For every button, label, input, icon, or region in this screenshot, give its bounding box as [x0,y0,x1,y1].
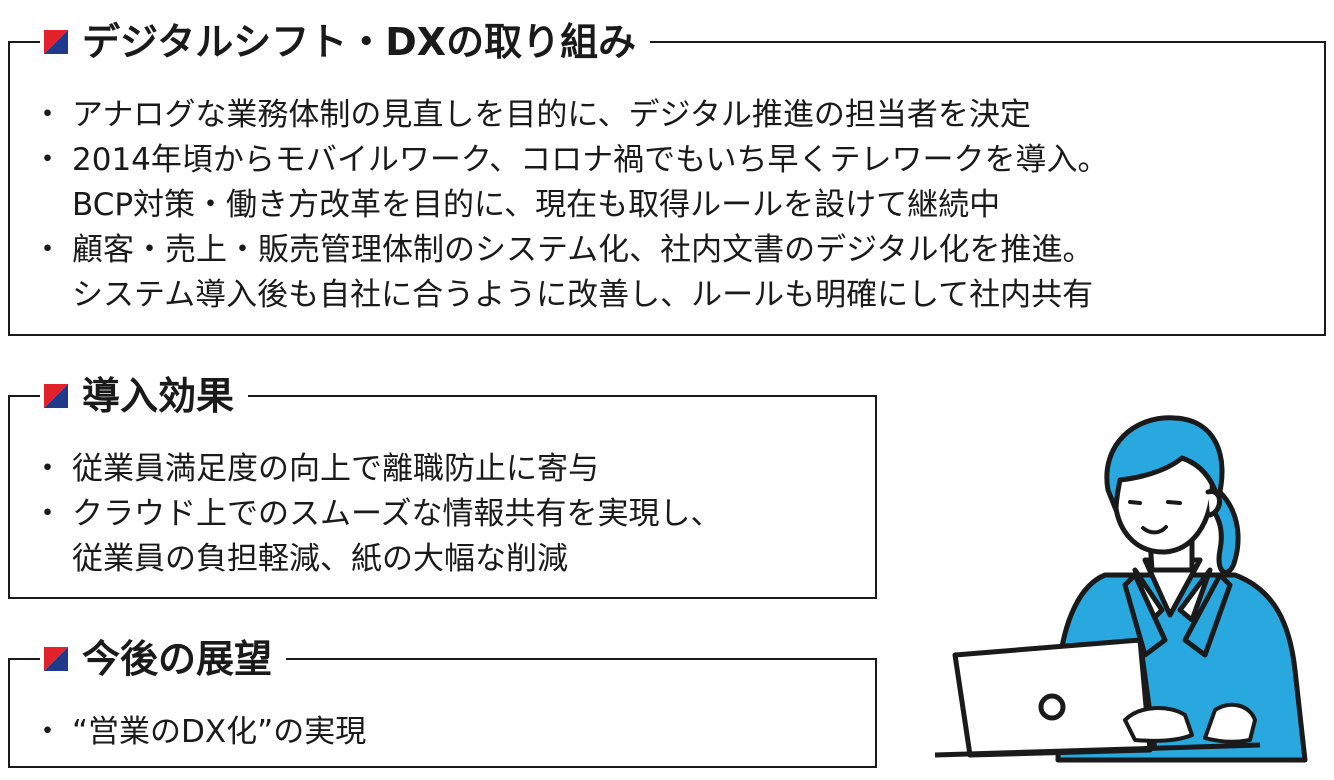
list-item: ・2014年頃からモバイルワーク、コロナ禍でもいち早くテレワークを導入。 [32,142,1109,178]
list-item: ・クラウド上でのスムーズな情報共有を実現し、 [32,496,722,532]
section-title: 今後の展望 [82,637,273,681]
list-item: ・ 顧客・売上・販売管理体制のシステム化、社内文書のデジタル化を推進。 [32,232,1094,268]
section-marker-icon [44,30,68,54]
list-item-continuation: システム導入後も自社に合うように改善し、ルールも明確にして社内共有 [72,277,1094,313]
section-heading: 導入効果 [40,373,249,419]
woman-laptop-illustration-icon [934,415,1308,763]
section-title: デジタルシフト・DXの取り組み [82,20,637,64]
section-heading: 今後の展望 [40,636,287,682]
section-marker-icon [44,647,68,671]
section-dx-initiatives: デジタルシフト・DXの取り組み ・アナログな業務体制の見直しを目的に、デジタル推… [8,19,1326,336]
section-marker-icon [44,384,68,408]
section-outlook: 今後の展望 ・“営業のDX化”の実現 [8,636,877,768]
section-title: 導入効果 [82,374,235,418]
section-effects: 導入効果 ・従業員満足度の向上で離職防止に寄与 ・クラウド上でのスムーズな情報共… [8,373,877,599]
list-item: ・従業員満足度の向上で離職防止に寄与 [32,451,599,487]
list-item-continuation: BCP対策・働き方改革を目的に、現在も取得ルールを設けて継続中 [72,187,1001,223]
list-item: ・“営業のDX化”の実現 [32,714,367,750]
section-heading: デジタルシフト・DXの取り組み [40,19,651,65]
list-item-continuation: 従業員の負担軽減、紙の大幅な削減 [72,541,568,577]
list-item: ・アナログな業務体制の見直しを目的に、デジタル推進の担当者を決定 [32,97,1031,133]
